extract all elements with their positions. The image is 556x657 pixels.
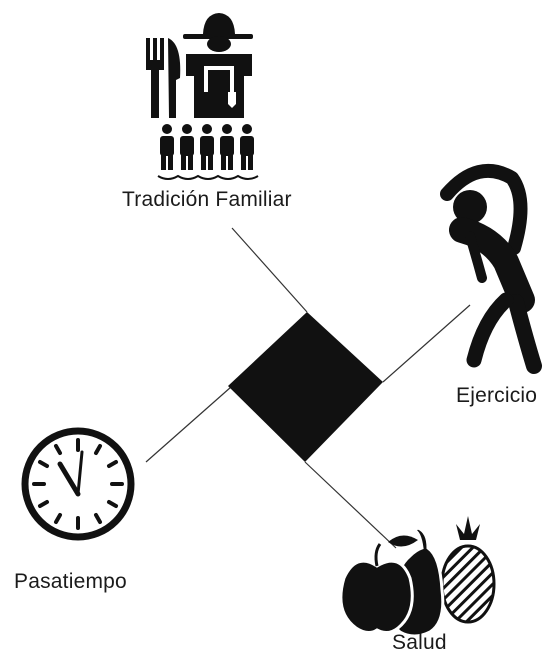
- fruits-icon: [339, 516, 496, 638]
- connector-pasatiempo: [145, 386, 232, 463]
- connector-ejercicio: [382, 304, 471, 383]
- stretching-person-icon: [440, 163, 542, 374]
- central-diamond: [228, 312, 383, 462]
- label-ejercicio: Ejercicio: [456, 384, 538, 407]
- connector-lines: [145, 227, 471, 549]
- connector-salud: [304, 461, 397, 549]
- farmer-family-tradition-icon: [146, 13, 259, 180]
- connector-tradicion: [231, 227, 308, 313]
- label-pasatiempo: Pasatiempo: [14, 570, 127, 593]
- clock-icon: [21, 427, 135, 541]
- family-people: [160, 124, 254, 170]
- label-salud: Salud: [392, 631, 447, 654]
- label-tradicion-familiar: Tradición Familiar: [122, 188, 292, 211]
